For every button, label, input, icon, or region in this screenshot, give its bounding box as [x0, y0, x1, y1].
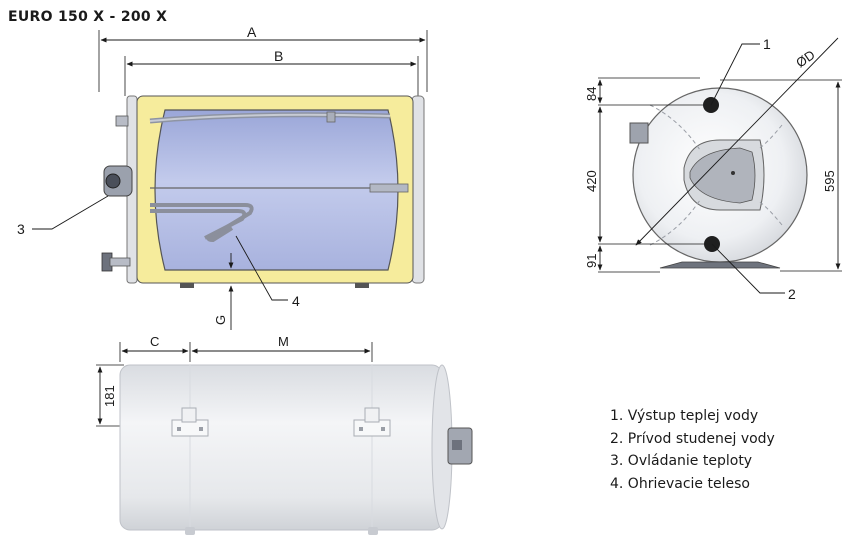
foot-left: [180, 283, 194, 288]
foot-right: [355, 283, 369, 288]
bracket-right-hole-a: [359, 427, 363, 431]
base-stand: [659, 261, 781, 269]
dim-m-label: M: [278, 334, 289, 349]
hot-water-pipe-highlight: [149, 113, 391, 122]
inner-tank: [154, 109, 399, 271]
inlet-fitting: [109, 257, 131, 267]
indicator-window: [629, 122, 649, 144]
dim-diameter-label: ØD: [793, 47, 818, 70]
callout-3-leader: [32, 195, 109, 230]
outlet-fitting: [115, 115, 129, 127]
bracket-left-hole-b: [199, 427, 203, 431]
diameter-line: [635, 37, 839, 246]
rear-foot-right: [368, 527, 378, 535]
dim-91-label: 91: [584, 254, 599, 268]
dash-upper-right: [759, 124, 783, 149]
dim-g-label: G: [213, 315, 228, 325]
bracket-left-hole-a: [177, 427, 181, 431]
dim-595-label: 595: [822, 170, 837, 192]
callout-4-leader: [235, 235, 288, 301]
dim-420-label: 420: [584, 170, 599, 192]
callout-2-leader: [711, 243, 785, 294]
legend-item-1: 1. Výstup teplej vody: [610, 408, 759, 424]
callout-3-label: 3: [17, 221, 25, 237]
right-flange: [411, 95, 425, 284]
cover-plate: [689, 147, 756, 204]
legend-item-2: 2. Prívod studenej vody: [610, 430, 775, 447]
front-view: 84 420 91 595 ØD 1 2: [584, 36, 842, 302]
dim-84-label: 84: [584, 87, 599, 101]
thermostat-knob: [105, 173, 121, 189]
control-box-knob: [452, 440, 462, 450]
bracket-right-tab: [364, 407, 380, 423]
sensor-sleeve: [369, 183, 409, 193]
bracket-left-tab: [181, 407, 197, 423]
diagram-title: EURO 150 X - 200 X: [8, 9, 168, 25]
dim-181-label: 181: [102, 385, 117, 407]
dim-b-label: B: [274, 48, 283, 64]
rear-view: C M 181: [96, 334, 473, 535]
heating-element-loop: [150, 209, 247, 240]
casing-cylinder: [119, 364, 443, 531]
callout-2-label: 2: [788, 286, 796, 302]
callout-1-label: 1: [763, 36, 771, 52]
legend: 1. Výstup teplej vody 2. Prívod studenej…: [610, 405, 775, 495]
callout-4-label: 4: [292, 293, 300, 309]
legend-item-3: 3. Ovládanie teploty: [610, 453, 753, 469]
bracket-right-hole-b: [381, 427, 385, 431]
cover-screw: [731, 171, 735, 175]
dim-c-label: C: [150, 334, 159, 349]
rear-foot-left: [185, 527, 195, 535]
dim-a-label: A: [247, 24, 257, 40]
side-section-view: A B G: [17, 24, 428, 330]
pipe-bracket: [326, 111, 336, 123]
legend-item-4: 4. Ohrievacie teleso: [610, 475, 750, 492]
callout-1-leader: [710, 43, 760, 106]
dash-lower-right: [759, 201, 783, 226]
